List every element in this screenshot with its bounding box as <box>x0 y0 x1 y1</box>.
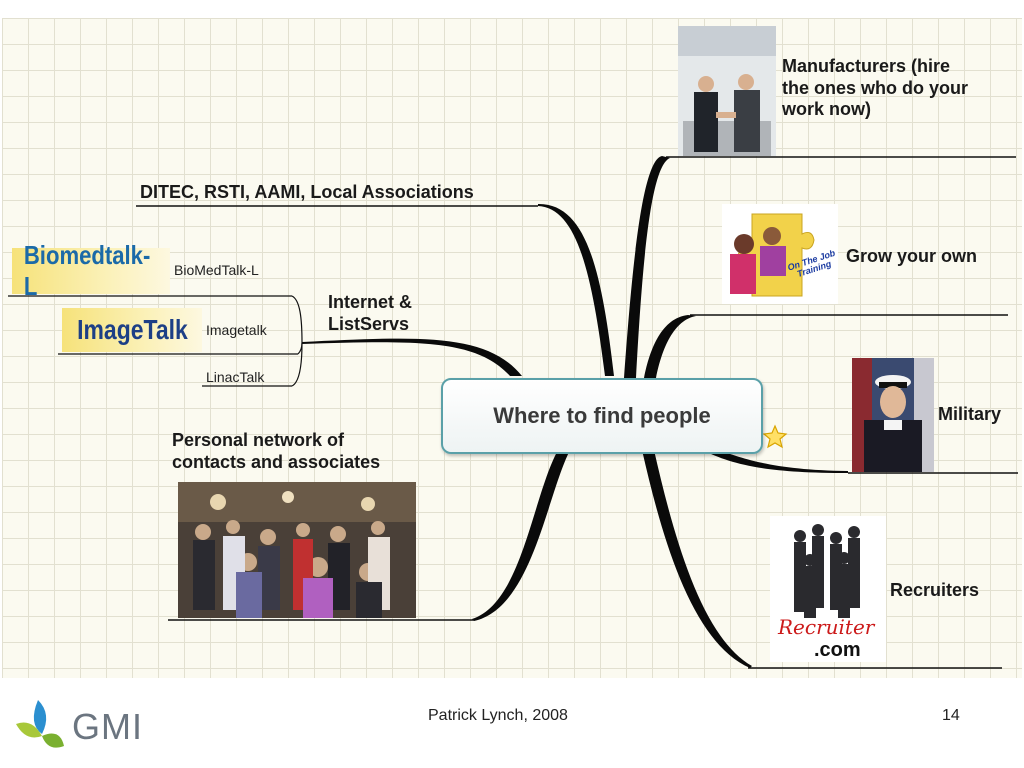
personal-label-line2: contacts and associates <box>172 451 381 472</box>
on-the-job-training-image <box>722 204 838 304</box>
linactalk-label: LinacTalk <box>206 369 265 385</box>
personal-branch <box>472 450 570 621</box>
puzzle-illustration <box>722 204 838 304</box>
manufacturers-photo <box>678 26 776 156</box>
mind-map-canvas: Where to find people DITEC, RSTI, AAMI, … <box>2 18 1022 678</box>
recruiters-image: Recruiter .com <box>770 516 886 662</box>
recruiter-logo-script: Recruiter <box>777 615 876 639</box>
footer-author: Patrick Lynch, 2008 <box>428 707 568 724</box>
recruiters-illustration: Recruiter .com <box>770 516 886 662</box>
imagetalk-logo-text: ImageTalk <box>76 314 188 345</box>
handshake-illustration <box>678 26 776 156</box>
personal-label-line1: Personal network of <box>172 430 345 450</box>
imagetalk-logo: ImageTalk <box>62 308 202 352</box>
gmi-logo: GMI <box>12 696 152 756</box>
internet-label-line2: ListServs <box>328 313 410 334</box>
recruiters-branch <box>642 450 752 668</box>
military-photo <box>852 358 934 472</box>
manufacturers-label-line1: Manufacturers (hire <box>782 56 951 76</box>
gmi-logo-text: GMI <box>72 706 143 747</box>
biomedtalk-label: BioMedTalk-L <box>174 262 259 278</box>
internet-label-line1: Internet & <box>328 292 413 312</box>
manufacturers-label-line2: the ones who do your <box>782 77 969 98</box>
recruiters-label: Recruiters <box>890 580 980 600</box>
leaf-icon <box>16 700 64 748</box>
imagetalk-label: Imagetalk <box>206 322 267 338</box>
linactalk-connector <box>291 342 303 387</box>
central-node[interactable]: Where to find people <box>441 378 763 454</box>
recruiter-logo-com: .com <box>814 639 861 661</box>
crowd-illustration <box>178 482 416 618</box>
manufacturers-label-line3: work now) <box>782 99 871 120</box>
biomedtalk-connector <box>291 295 303 344</box>
networking-photo <box>178 482 416 618</box>
military-label: Military <box>938 404 1002 424</box>
manufacturers-branch <box>624 156 670 378</box>
associations-branch <box>538 203 614 376</box>
grow-branch <box>644 315 696 378</box>
marine-illustration <box>852 358 934 472</box>
biomedtalk-logo-text: Biomedtalk-L <box>23 240 151 301</box>
internet-branch <box>302 338 522 376</box>
personal-label: Personal network of contacts and associa… <box>172 430 380 473</box>
page-number: 14 <box>942 707 960 724</box>
star-icon <box>762 424 788 449</box>
biomedtalk-logo: Biomedtalk-L <box>12 240 170 301</box>
manufacturers-label: Manufacturers (hire the ones who do your… <box>782 56 968 121</box>
internet-label: Internet & ListServs <box>328 292 412 335</box>
central-node-label: Where to find people <box>493 403 711 428</box>
grow-label: Grow your own <box>846 246 978 266</box>
associations-label: DITEC, RSTI, AAMI, Local Associations <box>140 182 474 202</box>
